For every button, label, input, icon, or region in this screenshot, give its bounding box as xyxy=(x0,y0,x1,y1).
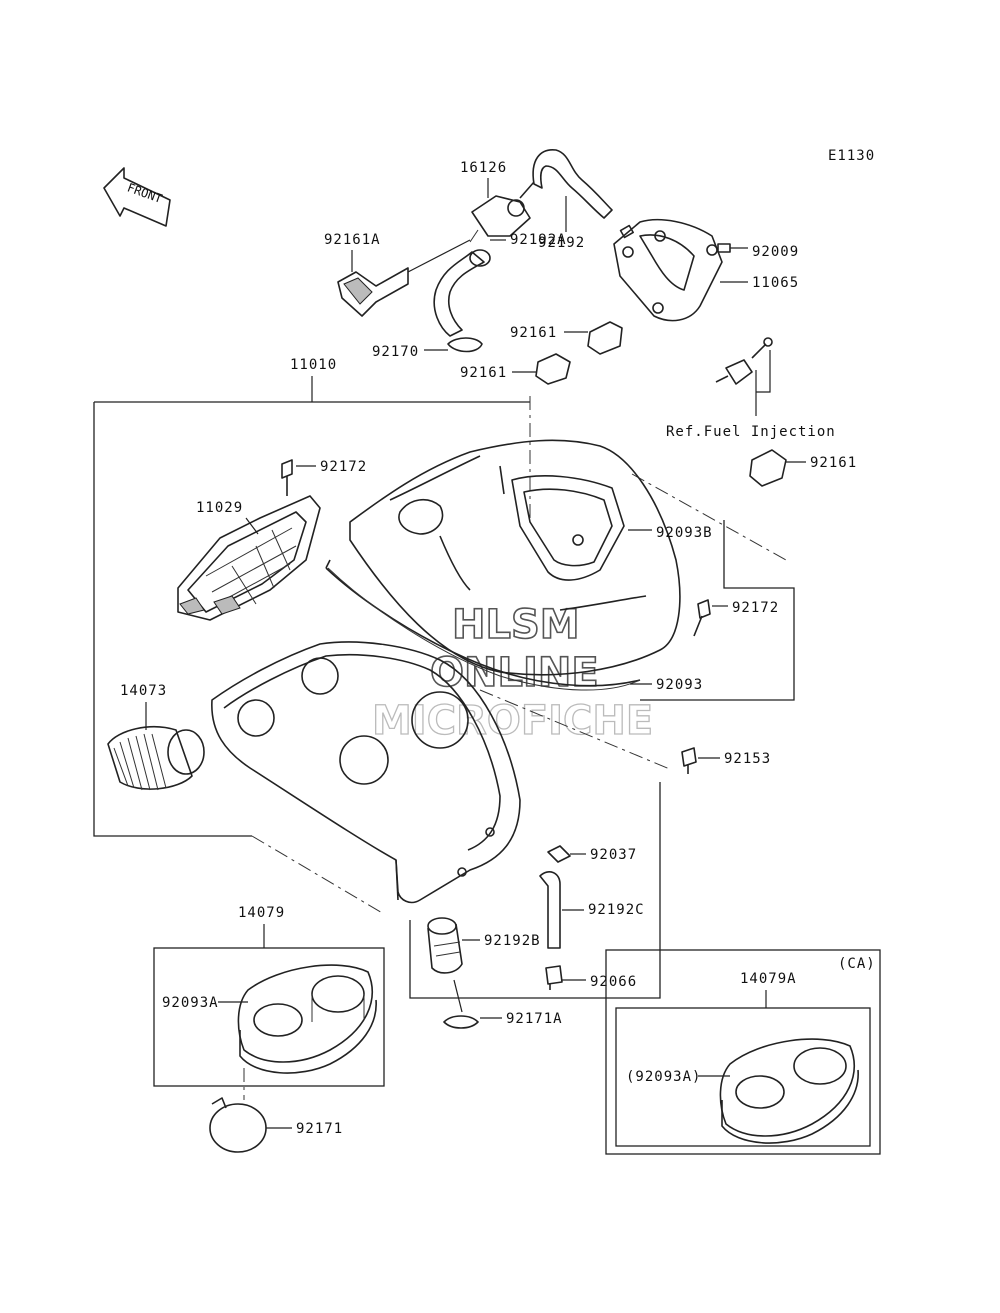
group-box-right xyxy=(640,520,795,701)
variant-box-ca xyxy=(605,949,881,1155)
front-label: FRONT xyxy=(125,180,164,206)
pad-92161A xyxy=(337,267,409,317)
pad-92161-c xyxy=(749,449,787,487)
label-92171A: 92171A xyxy=(506,1011,563,1027)
label-11029: 11029 xyxy=(196,500,243,516)
gasket-92093 xyxy=(327,567,641,691)
label-92170: 92170 xyxy=(372,344,419,360)
clip-92037-icon xyxy=(547,845,571,863)
label-11065: 11065 xyxy=(752,275,799,291)
filter-element-14079A xyxy=(719,1038,859,1144)
filter-element-14079 xyxy=(237,964,377,1074)
plug-92066-icon xyxy=(545,965,563,990)
label-92093A-ca: (92093A) xyxy=(626,1069,701,1085)
label-14079: 14079 xyxy=(238,905,285,921)
label-92172-a: 92172 xyxy=(320,459,367,475)
label-11010: 11010 xyxy=(290,357,337,373)
label-14073: 14073 xyxy=(120,683,167,699)
intake-duct-14073 xyxy=(107,726,205,791)
lower-airbox xyxy=(211,641,521,904)
clamp-92170 xyxy=(447,337,483,353)
label-92093A: 92093A xyxy=(162,995,219,1011)
variant-label: (CA) xyxy=(838,956,876,972)
filter-11029 xyxy=(177,495,321,621)
label-92161-a: 92161 xyxy=(510,325,557,341)
group-box-14079A xyxy=(615,1007,871,1147)
label-92161-b: 92161 xyxy=(460,365,507,381)
hose-92192A xyxy=(433,251,485,337)
label-92093B: 92093B xyxy=(656,525,713,541)
label-92066: 92066 xyxy=(590,974,637,990)
label-92009: 92009 xyxy=(752,244,799,260)
group-box-14079 xyxy=(153,947,385,1087)
front-arrow-icon: FRONT xyxy=(103,167,171,227)
ref-note: Ref.Fuel Injection xyxy=(666,424,836,440)
label-14079A: 14079A xyxy=(740,971,797,987)
label-92161-c: 92161 xyxy=(810,455,857,471)
label-92093: 92093 xyxy=(656,677,703,693)
clamp-band-92171 xyxy=(209,1097,267,1153)
group-box-11010 xyxy=(93,401,530,837)
label-92037: 92037 xyxy=(590,847,637,863)
diagram-code: E1130 xyxy=(828,148,875,164)
pad-92161-a xyxy=(587,321,623,355)
upper-cover-assembly xyxy=(325,439,681,687)
hose-92192 xyxy=(532,149,613,219)
clamp-92171A-icon xyxy=(443,1015,479,1029)
label-92161A: 92161A xyxy=(324,232,381,248)
pad-92161-b xyxy=(535,353,571,385)
bolt-92153-icon xyxy=(681,747,697,774)
label-92171: 92171 xyxy=(296,1121,343,1137)
bolt-92172-b-icon xyxy=(693,599,711,637)
cover-plate-11065 xyxy=(613,218,723,322)
watermark-line3: MICROFICHE xyxy=(372,698,653,744)
label-92192C: 92192C xyxy=(588,902,645,918)
drain-92192B xyxy=(427,917,463,974)
label-92172-b: 92172 xyxy=(732,600,779,616)
label-92192A: 92192A xyxy=(510,232,567,248)
sensor-icon xyxy=(715,337,773,385)
watermark-line1: HLSM xyxy=(452,602,580,648)
screw-92009-icon xyxy=(717,243,731,253)
label-92192B: 92192B xyxy=(484,933,541,949)
label-92153: 92153 xyxy=(724,751,771,767)
bolt-92172-a-icon xyxy=(281,459,293,496)
label-92192: 92192 xyxy=(538,235,585,251)
hose-92192C xyxy=(539,871,561,949)
group-box-lower xyxy=(409,782,661,999)
label-16126: 16126 xyxy=(460,160,507,176)
valve-assembly-16126 xyxy=(469,181,535,243)
